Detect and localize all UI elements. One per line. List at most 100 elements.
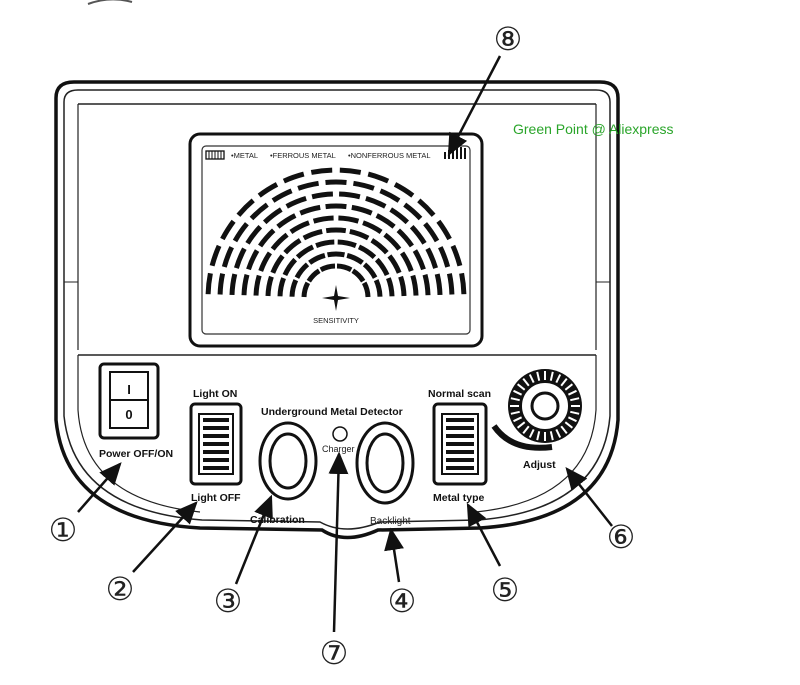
radar-arc-segment xyxy=(434,273,443,296)
switch-rib xyxy=(203,450,229,454)
radar-arc-segment xyxy=(423,222,440,243)
charger-port[interactable] xyxy=(332,426,348,442)
radar-arc-segment xyxy=(265,275,274,297)
radar-arc-segment xyxy=(283,238,302,255)
radar-arc-segment xyxy=(289,279,299,297)
radar-arc-segment xyxy=(386,277,395,297)
radar-arc-segment xyxy=(403,202,423,221)
knob-tooth xyxy=(549,431,554,441)
knob-tooth xyxy=(536,371,541,381)
callout-arrows xyxy=(77,55,613,633)
radar-arc-segment xyxy=(232,222,249,243)
calibration-label: Calibration xyxy=(250,514,305,526)
backlight-button[interactable] xyxy=(355,421,415,505)
switch-rib xyxy=(203,434,229,438)
knob-tooth xyxy=(513,416,523,423)
radar-arc-segment xyxy=(295,244,315,260)
arrow-3 xyxy=(234,494,273,585)
knob-tooth xyxy=(522,425,530,435)
radar-arc-segment xyxy=(410,274,419,296)
knob-tooth xyxy=(567,416,577,423)
charger-label: Charger xyxy=(322,444,355,454)
radar-arc-segment xyxy=(438,246,451,268)
panel-title: Underground Metal Detector xyxy=(261,406,403,418)
radar-arc-segment xyxy=(379,188,401,203)
mode-switch[interactable] xyxy=(432,402,488,486)
callout-7: ⑦ xyxy=(320,634,349,672)
metal-type-label: Metal type xyxy=(433,492,485,504)
radar-arc-segment xyxy=(362,220,383,234)
watermark-text: Green Point @ Aliexpress xyxy=(513,121,674,137)
radar-arc-segment xyxy=(365,196,387,209)
radar-arc-segment xyxy=(389,207,410,225)
radar-arc-segment xyxy=(249,202,269,221)
lcd-label-ferrous: •FERROUS METAL xyxy=(270,151,336,160)
arrow-8 xyxy=(447,55,502,157)
radar-arc-segment xyxy=(338,191,361,200)
radar-arc-segment xyxy=(396,228,414,248)
knob-tooth xyxy=(560,425,568,435)
adjust-knob[interactable] xyxy=(508,369,582,443)
lcd-screen: •METAL •FERROUS METAL •NONFERROUS METAL … xyxy=(188,132,484,348)
knob-tooth xyxy=(528,374,535,384)
power-off-mark: 0 xyxy=(125,407,132,422)
normal-scan-label: Normal scan xyxy=(428,388,491,400)
light-switch[interactable] xyxy=(189,402,243,486)
radar-arc-segment xyxy=(217,273,226,295)
switch-rib xyxy=(446,434,474,438)
radar-arc-segment xyxy=(277,277,286,297)
radar-arc-segment xyxy=(339,167,362,175)
radar-arc-segment xyxy=(258,228,276,248)
callout-5: ⑤ xyxy=(491,571,520,609)
knob-tooth xyxy=(536,431,541,441)
calibration-button[interactable] xyxy=(258,421,318,501)
radar-arc-segment xyxy=(312,215,334,224)
power-on-mark: I xyxy=(127,382,131,397)
radar-arc-segment xyxy=(383,232,402,251)
switch-rib xyxy=(446,442,474,446)
knob-tooth xyxy=(522,377,530,387)
radar-arc-segment xyxy=(258,251,272,272)
radar-arc-segment xyxy=(338,215,360,224)
knob-tooth xyxy=(564,421,574,429)
radar-arc-segment xyxy=(282,257,298,277)
knob-tooth xyxy=(564,383,574,391)
radar-arc-segment xyxy=(351,204,373,216)
arrow-5 xyxy=(466,502,502,567)
radar-arc-segment xyxy=(436,219,452,241)
knob-tooth xyxy=(516,421,526,429)
radar-arc-segment xyxy=(315,239,335,248)
adjust-direction-arc xyxy=(491,424,553,451)
switch-rib xyxy=(203,466,229,470)
radar-arc-segment xyxy=(422,274,431,296)
callout-8: ⑧ xyxy=(494,20,523,58)
sensitivity-star-icon xyxy=(322,285,350,311)
lcd-label-metal: •METAL xyxy=(231,151,258,160)
power-switch[interactable]: I 0 xyxy=(98,362,160,440)
callout-3: ③ xyxy=(214,582,243,620)
battery-icon xyxy=(205,150,225,160)
knob-tooth xyxy=(510,410,520,415)
knob-tooth xyxy=(513,389,523,396)
radar-arc-segment xyxy=(302,228,323,241)
switch-rib xyxy=(203,458,229,462)
radar-arc-segment xyxy=(221,246,234,268)
radar-arc-segment xyxy=(311,191,334,200)
radar-arc-segment xyxy=(349,228,370,241)
switch-rib xyxy=(446,458,474,462)
knob-tooth xyxy=(570,397,580,402)
radar-arc-segment xyxy=(367,171,390,184)
switch-rib xyxy=(203,442,229,446)
knob-tooth xyxy=(570,410,580,415)
radar-arc-segment xyxy=(346,252,364,265)
radar-arc-segment xyxy=(387,254,402,274)
radar-arc-segment xyxy=(270,232,289,251)
radar-arc-segment xyxy=(319,263,336,273)
knob-tooth xyxy=(516,383,526,391)
callout-1: ① xyxy=(49,511,78,549)
radar-arc-segment xyxy=(446,273,455,295)
radar-arc-segment xyxy=(308,252,326,265)
radar-arc-segment xyxy=(393,182,415,198)
power-label: Power OFF/ON xyxy=(99,448,173,460)
callout-6: ⑥ xyxy=(607,518,636,556)
